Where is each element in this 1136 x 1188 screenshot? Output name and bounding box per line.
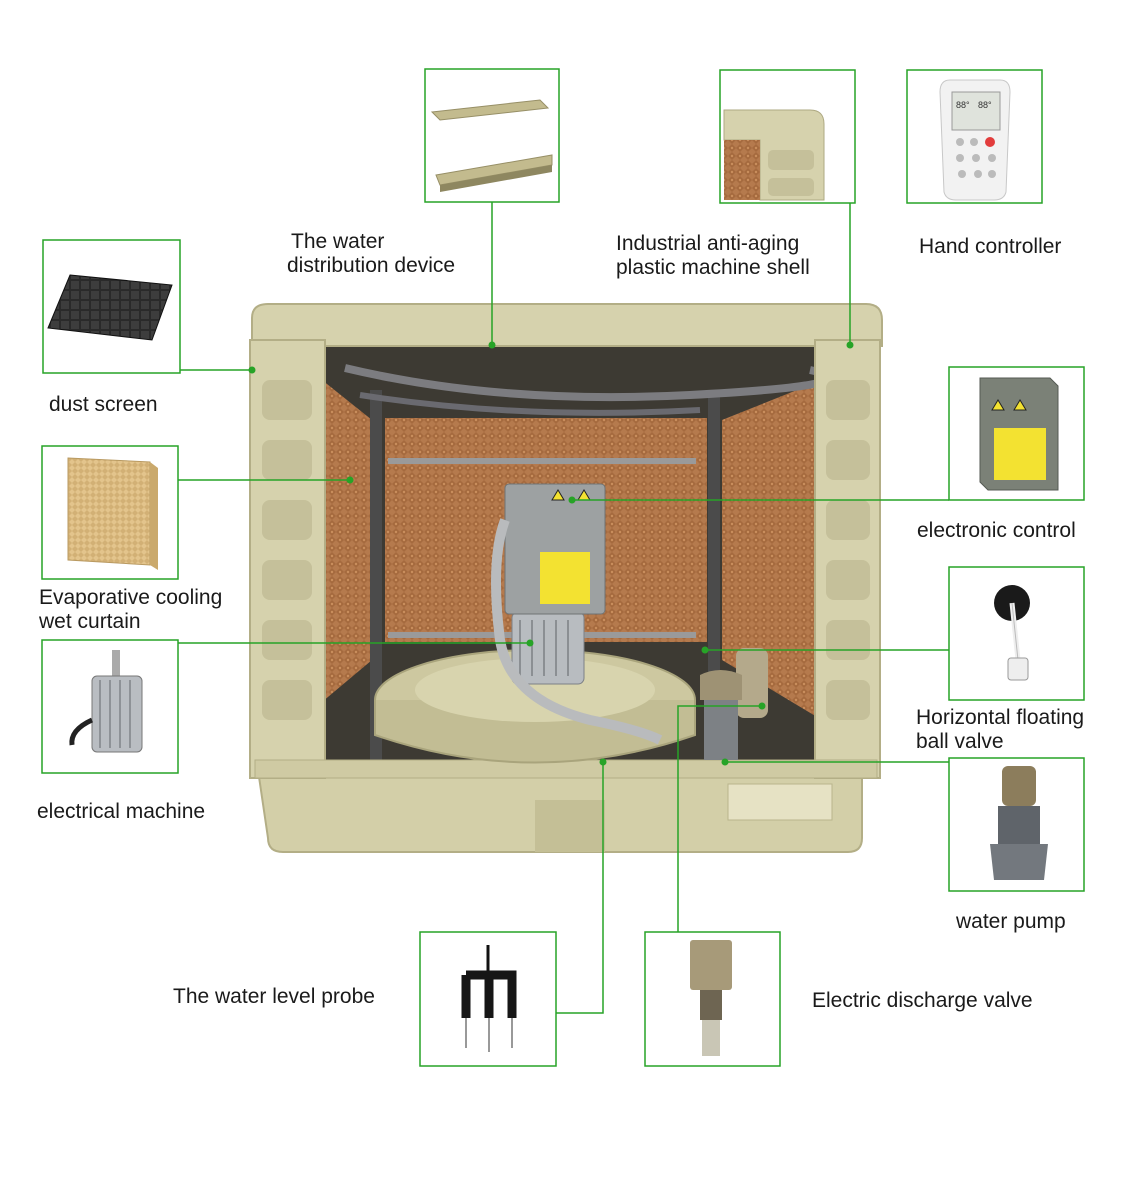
thumb-water-level-probe [419,931,557,1067]
water-pump-icon [990,766,1048,880]
thumb-dust-screen [42,239,181,374]
wet-curtain-icon [67,457,158,570]
label-discharge-valve: Electric discharge valve [812,989,1033,1012]
svg-text:88°: 88° [978,100,992,110]
label-dust-screen: dust screen [49,393,158,416]
label-machine-shell: Industrial anti-aging plastic machine sh… [616,232,810,279]
control-box-icon [979,377,1059,491]
thumb-electronic-control [948,366,1085,501]
discharge-valve-icon [690,940,732,1056]
label-electronic-control: electronic control [917,519,1076,542]
thumb-wet-curtain [41,445,179,580]
thumb-machine-shell [719,69,856,204]
label-electrical-machine: electrical machine [37,800,206,823]
distribution-trough-icon [430,99,553,192]
motor-icon [69,650,143,753]
label-wet-curtain: Evaporative cooling wet curtain [39,586,223,633]
thumb-electrical-machine [41,639,179,774]
thumb-water-distribution [424,68,560,203]
dust-screen-icon [47,274,173,341]
thumb-floating-ball-valve [948,566,1085,701]
label-floating-ball-valve: Horizontal floating ball valve [916,706,1085,753]
label-water-distribution: The water distribution device [287,230,456,277]
label-water-level-probe: The water level probe [173,985,375,1008]
air-cooler-unit [249,303,883,853]
thumb-hand-controller: 88° 88° [906,69,1043,204]
thumb-discharge-valve [644,931,781,1067]
connector-lines [178,202,949,1014]
label-hand-controller: Hand controller [919,235,1062,258]
ball-valve-icon [994,585,1030,681]
plastic-shell-icon [723,109,825,201]
label-water-pump: water pump [956,910,1066,933]
water-level-probe-icon [461,945,517,1052]
remote-control-icon: 88° 88° [939,79,1011,201]
thumb-water-pump [948,757,1085,892]
svg-text:88°: 88° [956,100,970,110]
connector-dots [248,341,854,766]
